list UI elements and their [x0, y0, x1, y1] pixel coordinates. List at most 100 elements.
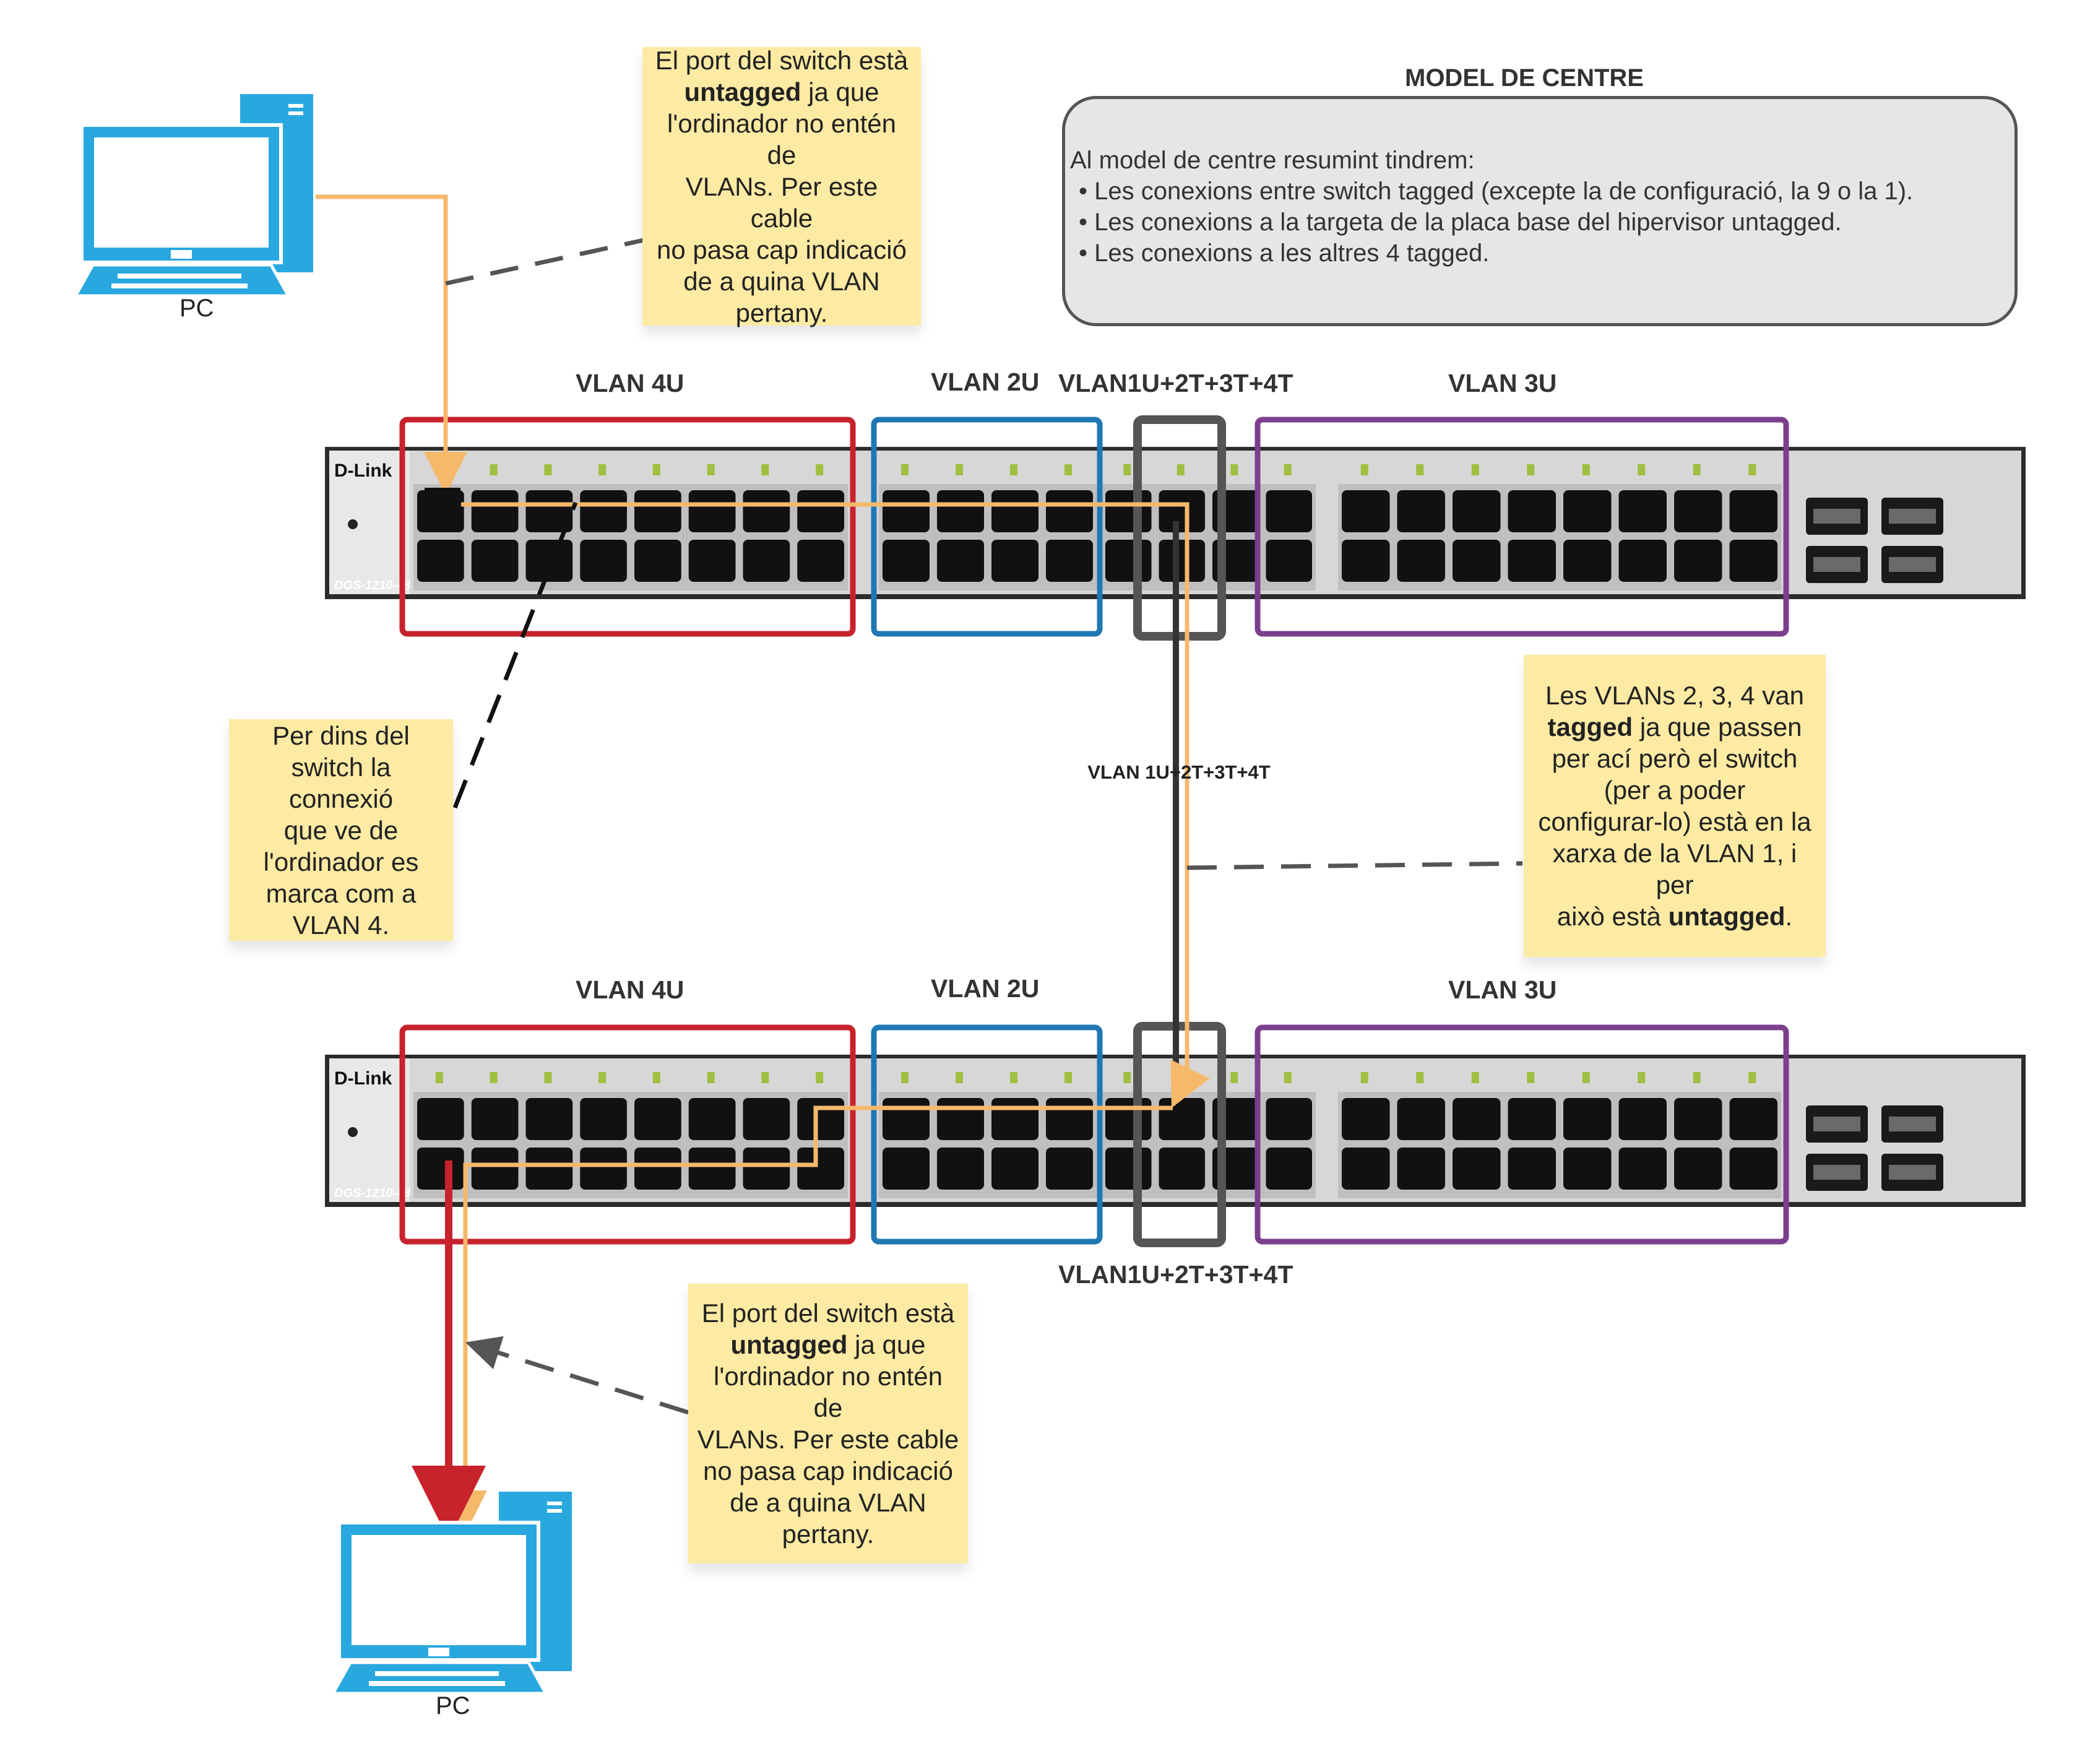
ethernet-port	[580, 540, 627, 582]
summary-box: Al model de centre resumint tindrem: Les…	[1062, 96, 2018, 326]
label-top-vlan4: VLAN 4U	[576, 369, 684, 397]
port-led	[1693, 1072, 1701, 1083]
ethernet-port	[1105, 1098, 1152, 1140]
port-led	[761, 464, 769, 475]
ethernet-port	[1159, 1148, 1205, 1190]
port-led	[707, 464, 715, 475]
note-line: ja que passen	[1633, 712, 1802, 741]
port-led	[1582, 464, 1590, 475]
reset-button	[348, 519, 358, 529]
sfp-slot-inner	[1813, 1117, 1860, 1131]
ethernet-port	[1397, 1098, 1445, 1140]
label-top-vlan2: VLAN 2U	[931, 368, 1040, 396]
ethernet-port	[1674, 490, 1722, 532]
ethernet-port	[1266, 490, 1312, 532]
port-led	[598, 464, 607, 475]
summary-list: Les conexions entre switch tagged (excep…	[1070, 176, 2014, 269]
ethernet-port	[1674, 540, 1722, 582]
ethernet-port	[634, 490, 681, 532]
note-top-pc: El port del switch està untagged ja que …	[642, 46, 921, 327]
ethernet-port	[634, 1098, 681, 1140]
switch-brand-label: D-Link	[334, 460, 392, 481]
ethernet-port	[1342, 490, 1390, 532]
summary-bullet: Les conexions a les altres 4 tagged.	[1079, 238, 2014, 269]
switch-brand-label: D-Link	[334, 1068, 392, 1089]
note-line: (per a poder	[1604, 776, 1746, 805]
port-led	[901, 464, 909, 475]
port-led	[1284, 464, 1292, 475]
vlan2-box-bottom	[871, 1024, 1103, 1245]
ethernet-port	[1105, 540, 1152, 582]
pc-top-icon	[72, 94, 313, 298]
note-line: l'ordinador no entén de	[667, 108, 896, 170]
ethernet-port	[1266, 1148, 1312, 1190]
port-led	[761, 1072, 769, 1083]
ethernet-port	[1563, 490, 1612, 532]
ethernet-port	[1453, 1148, 1501, 1190]
summary-bullet: Les conexions a la targeta de la placa b…	[1079, 207, 2014, 238]
port-led	[1527, 1072, 1535, 1083]
ethernet-port	[580, 1148, 627, 1190]
ethernet-port	[797, 540, 844, 582]
ethernet-port	[634, 1148, 681, 1190]
ethernet-port	[1397, 540, 1445, 582]
ethernet-port	[525, 490, 573, 532]
ethernet-port	[743, 540, 790, 582]
callout-line-top-pc	[445, 238, 644, 286]
top-pc-port	[425, 488, 460, 512]
note-inside-switch: Per dins del switch la connexió que ve d…	[229, 719, 453, 941]
ethernet-port	[1046, 1098, 1093, 1140]
note-bottom-pc: El port del switch està untagged ja que …	[688, 1284, 968, 1563]
port-led	[544, 464, 552, 475]
ethernet-port	[1046, 540, 1093, 582]
note-line: xarxa de la VLAN 1, i per	[1552, 839, 1797, 899]
ethernet-port	[1563, 1148, 1612, 1190]
port-led	[901, 1072, 909, 1083]
port-led	[816, 464, 824, 475]
note-line: switch la connexió	[288, 752, 394, 813]
sfp-slot-inner	[1813, 557, 1860, 572]
ethernet-port	[1342, 1098, 1390, 1140]
sfp-slot-inner	[1889, 1165, 1936, 1180]
ethernet-port	[688, 1098, 736, 1140]
note-line: El port del switch està	[701, 1299, 955, 1328]
port-led	[1582, 1072, 1590, 1083]
port-led	[1471, 464, 1479, 475]
ethernet-port	[580, 490, 627, 532]
note-line: per ací però el switch	[1552, 744, 1798, 773]
ethernet-port	[1105, 1148, 1152, 1190]
port-led	[652, 1072, 660, 1083]
ethernet-port	[471, 1098, 519, 1140]
label-top-vlan3: VLAN 3U	[1448, 369, 1557, 397]
sfp-slot-inner	[1889, 1117, 1936, 1131]
ethernet-port	[1397, 1148, 1445, 1190]
ethernet-port	[797, 1098, 844, 1140]
ethernet-port	[417, 540, 464, 582]
note-line: VLANs. Per este cable	[697, 1425, 959, 1454]
ethernet-port	[883, 490, 930, 532]
note-line: Per dins del	[272, 720, 410, 750]
ethernet-port	[1729, 540, 1777, 582]
port-led	[1638, 464, 1646, 475]
note-line: VLAN 4.	[292, 910, 390, 940]
summary-intro: Al model de centre resumint tindrem:	[1070, 147, 1475, 174]
port-led	[435, 464, 443, 475]
vlan3-box-top	[1254, 417, 1789, 637]
ethernet-port	[1618, 1098, 1667, 1140]
vlan4-box-top	[399, 417, 856, 637]
ethernet-port	[991, 1098, 1038, 1140]
ethernet-port	[471, 490, 519, 532]
trunk-box-top	[1133, 415, 1226, 641]
port-led	[1527, 464, 1535, 475]
ethernet-port	[688, 1148, 736, 1190]
note-line: .	[1785, 902, 1793, 931]
vlan3-box-bottom	[1254, 1024, 1789, 1245]
pc-top-label: PC	[179, 295, 214, 322]
sfp-slot-inner	[1813, 1165, 1860, 1180]
port-led	[1123, 464, 1131, 475]
cable-trunk-label: VLAN 1U+2T+3T+4T	[1087, 761, 1271, 783]
ethernet-port	[1397, 490, 1445, 532]
sfp-slot-inner	[1813, 509, 1860, 524]
port-led	[1471, 1072, 1479, 1083]
ethernet-port	[743, 1098, 790, 1140]
